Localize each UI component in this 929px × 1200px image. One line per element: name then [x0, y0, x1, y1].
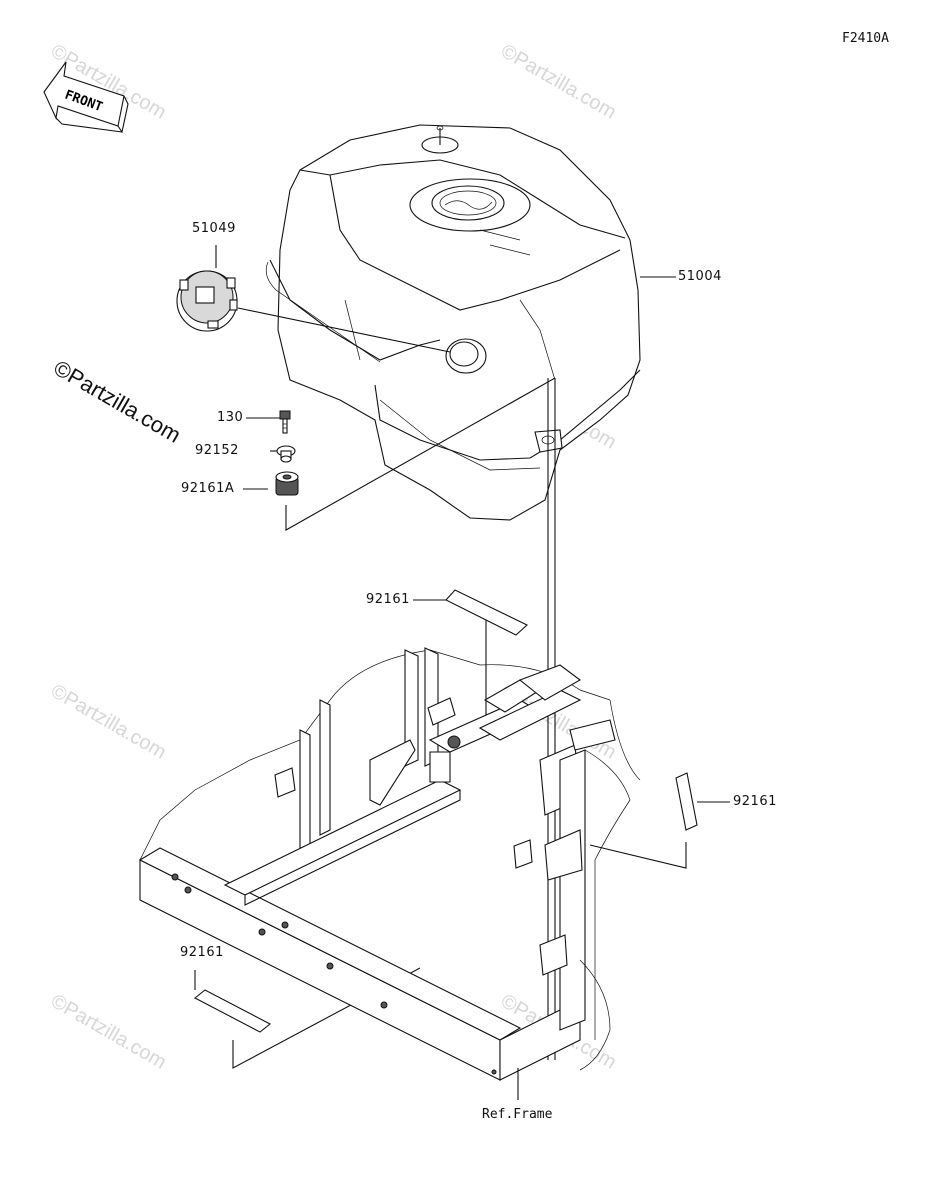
part-label-pad-right: 92161 — [733, 794, 777, 809]
front-arrow-icon: FRONT — [43, 61, 129, 134]
ref-frame-label: Ref.Frame — [482, 1107, 553, 1122]
part-label-damper: 92161A — [181, 481, 235, 496]
pad-upper-drawing — [413, 589, 528, 720]
part-label-fuel-tank: 51004 — [678, 269, 722, 284]
part-label-fuel-cap: 51049 — [192, 221, 236, 236]
frame-drawing — [138, 647, 641, 1100]
collar-drawing — [270, 445, 296, 463]
part-label-pad-lower: 92161 — [180, 945, 224, 960]
fuel-tank-drawing — [265, 124, 676, 521]
part-label-bolt: 130 — [217, 410, 244, 425]
bolt-drawing — [246, 410, 291, 434]
fuel-cap-drawing — [176, 245, 451, 353]
part-label-pad-upper: 92161 — [366, 592, 410, 607]
pad-right-drawing — [589, 772, 730, 869]
figure-code: F2410A — [842, 31, 889, 46]
part-label-collar: 92152 — [195, 443, 239, 458]
